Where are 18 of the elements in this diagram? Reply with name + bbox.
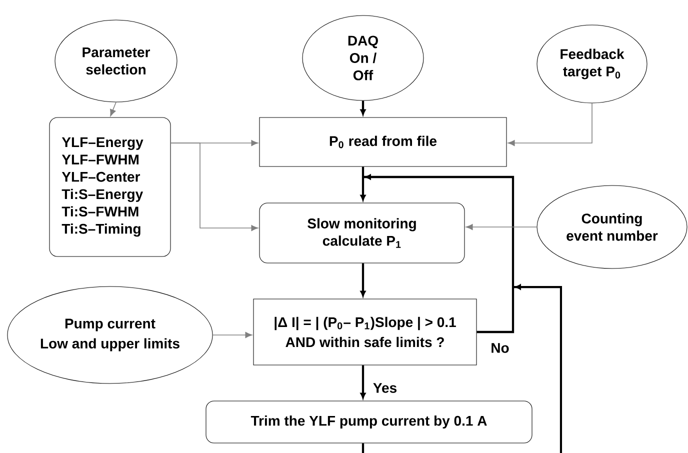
arrow bbox=[110, 102, 116, 116]
process-box: Slow monitoring calculate P$_{1}$ bbox=[259, 202, 465, 264]
arrow bbox=[170, 142, 258, 231]
arrow bbox=[508, 102, 592, 146]
process-box: |Δ I| = | (P$_{0}$– P$_{1}$)Slope | > 0.1 AND within safe limits ? bbox=[253, 298, 477, 366]
edge-label: Yes bbox=[372, 382, 398, 394]
arrow bbox=[466, 224, 538, 230]
process-box: YLF–Energy YLF–FWHM YLF–Center Ti:S–Energy Ti:S–FWHM Ti:S–Timing bbox=[49, 117, 171, 257]
process-box: Trim the YLF pump current by 0.1 A bbox=[206, 400, 532, 444]
arrow bbox=[360, 177, 366, 201]
arrow bbox=[363, 174, 514, 287]
arrow bbox=[513, 284, 562, 453]
arrow bbox=[360, 263, 366, 297]
arrow bbox=[360, 365, 366, 399]
arrow bbox=[212, 332, 252, 338]
process-box: P$_{0}$ read from file bbox=[259, 117, 507, 167]
edge-label: No bbox=[489, 342, 511, 354]
arrow bbox=[360, 100, 366, 116]
